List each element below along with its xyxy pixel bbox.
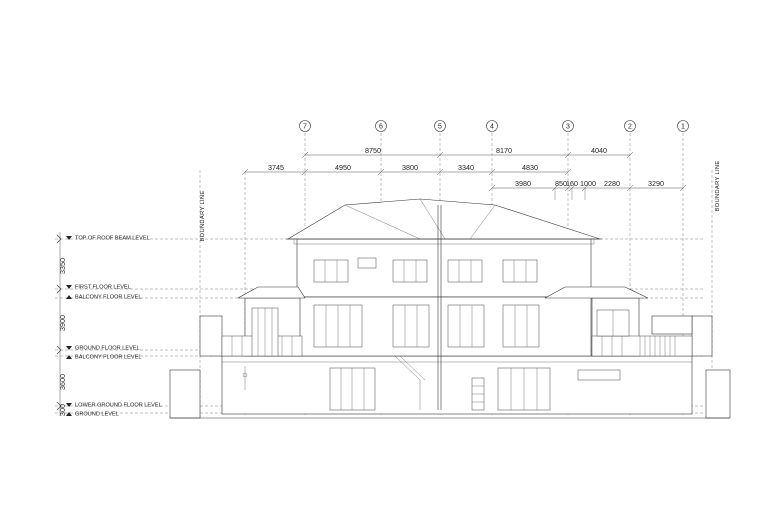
level-label: LOWER GROUND FLOOR LEVEL: [75, 403, 162, 409]
grid-bubble-label: 4: [490, 124, 494, 131]
level-label: BALCONY FLOOR LEVEL: [75, 295, 141, 301]
level-label: BALCONY FLOOR LEVEL: [75, 355, 141, 361]
site-wall-left: [169, 369, 201, 419]
grid-bubble-label: 1: [681, 124, 685, 131]
grid-bubble-3: 3: [562, 120, 574, 132]
main-roof: [286, 198, 601, 240]
vertical-dimension-label: 300: [58, 404, 67, 416]
dimension-label: 3340: [458, 163, 474, 172]
level-marker-balcony-floor-lower: BALCONY FLOOR LEVEL: [66, 355, 141, 361]
boundary-line-left: BOUNDARY LINE: [199, 170, 206, 418]
grid-bubble-label: 3: [566, 124, 570, 131]
grid-bubble-label: 5: [438, 124, 442, 131]
dimension-label: 1000: [580, 179, 596, 188]
grid-bubble-1: 1: [677, 120, 689, 132]
site-wall-right: [705, 369, 731, 419]
grid-bubble-label: 6: [379, 124, 383, 131]
dimension-label: 3290: [648, 179, 664, 188]
building-elevation: [169, 198, 731, 419]
side-wall-left: [199, 315, 223, 357]
dimension-label: 160: [566, 179, 578, 188]
level-marker-ground-floor: GROUND FLOOR LEVEL: [56, 346, 140, 355]
level-marker-top-of-roof-beam: TOP OF ROOF BEAM LEVEL: [56, 234, 150, 244]
dimension-label: 8170: [496, 146, 512, 155]
dimension-row-1: 8750 8170 4040: [301, 146, 634, 159]
dimension-label: 8750: [365, 146, 381, 155]
ground-floor-doors: [313, 304, 540, 348]
dimension-row-2: 3745 4950 3800 3340 4830: [241, 163, 572, 176]
boundary-label: BOUNDARY LINE: [715, 160, 721, 211]
grid-bubble-label: 2: [628, 124, 632, 131]
level-marker-first-floor: FIRST FLOOR LEVEL: [56, 285, 131, 294]
dimension-label: 2280: [604, 179, 620, 188]
dimension-label: 3980: [515, 179, 531, 188]
stair: [394, 355, 426, 410]
right-pavilion-roof: [544, 286, 649, 299]
level-marker-lower-ground-floor: LOWER GROUND FLOOR LEVEL: [56, 401, 162, 411]
dimension-label: 4040: [591, 146, 607, 155]
vertical-dimension-label: 3350: [58, 258, 67, 274]
vertical-dimension-label: 3900: [58, 315, 67, 331]
dimension-label: 4950: [335, 163, 351, 172]
level-label: TOP OF ROOF BEAM LEVEL: [75, 236, 150, 242]
dimension-label: 3745: [268, 163, 284, 172]
grid-bubble-4: 4: [486, 120, 498, 132]
level-marker-balcony-floor-upper: BALCONY FLOOR LEVEL: [66, 295, 141, 301]
dimension-row-3: 3980 850 160 1000 2280 3290: [488, 179, 687, 200]
grid-bubble-2: 2: [624, 120, 636, 132]
level-marker-ground: GROUND LEVEL: [66, 412, 119, 418]
lower-ground-wall: [221, 355, 693, 415]
left-pavilion-roof: [237, 286, 306, 299]
dimension-label: 4830: [522, 163, 538, 172]
grid-bubble-6: 6: [375, 120, 387, 132]
lower-ground-doors: [329, 367, 621, 411]
dimension-label: 3800: [402, 163, 418, 172]
grid-bubble-label: 7: [303, 124, 307, 131]
first-floor-windows: [313, 257, 538, 283]
vertical-dimension-string: 3350 3900 3600 300: [58, 232, 67, 416]
boundary-label: BOUNDARY LINE: [200, 190, 206, 241]
side-wall-right: [691, 315, 713, 357]
balcony-railing-right: [591, 335, 693, 357]
level-label: FIRST FLOOR LEVEL: [75, 285, 131, 291]
grid-bubble-7: 7: [299, 120, 311, 132]
vertical-dimension-label: 3600: [58, 374, 67, 390]
grid-bubble-5: 5: [434, 120, 446, 132]
side-wall-right-top: [651, 315, 693, 335]
dimension-label: 850: [555, 179, 567, 188]
level-label: GROUND LEVEL: [75, 412, 119, 418]
level-label: GROUND FLOOR LEVEL: [75, 346, 140, 352]
